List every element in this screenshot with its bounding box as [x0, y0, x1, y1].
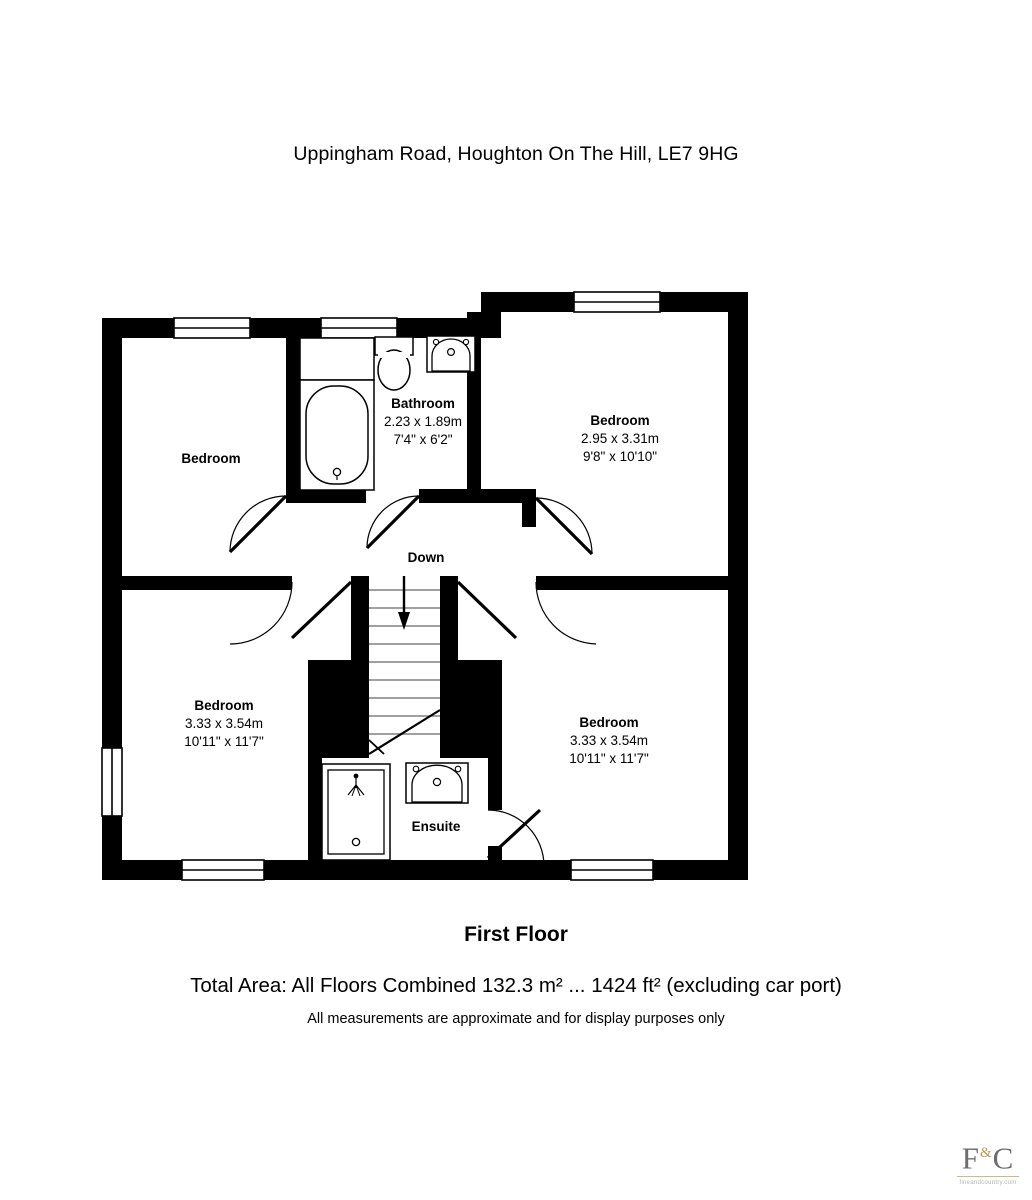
window-bottom-left — [181, 859, 265, 881]
page-title: Uppingham Road, Houghton On The Hill, LE… — [293, 143, 739, 165]
room-dim-ft-bedroom-bottom-right: 10'11" x 11'7" — [569, 751, 649, 766]
room-label-bedroom-bottom-right: Bedroom — [579, 715, 638, 730]
room-dim-m-bedroom-bottom-left: 3.33 x 3.54m — [185, 716, 263, 731]
room-dim-ft-bedroom-bottom-left: 10'11" x 11'7" — [184, 734, 264, 749]
door-bedroom-top-right — [534, 496, 594, 556]
room-label-bedroom-top-left: Bedroom — [181, 451, 240, 466]
floor-plan-drawing: Bedroom Bathroom 2.23 x 1.89m 7'4" x 6'2… — [96, 286, 756, 886]
bathroom-fixtures — [299, 335, 476, 491]
toilet-icon — [374, 336, 414, 391]
bathtub-icon — [299, 379, 375, 491]
window-left-wall — [101, 747, 123, 817]
window-bathroom — [320, 317, 398, 339]
room-label-bedroom-bottom-left: Bedroom — [194, 698, 253, 713]
stairs-down-label: Down — [408, 550, 445, 565]
room-label-ensuite: Ensuite — [412, 819, 461, 834]
window-top-right — [573, 291, 661, 313]
logo-tagline: fineandcountry.com — [959, 1179, 1017, 1187]
logo-letter-f: F — [961, 1140, 980, 1176]
down-arrow-icon — [398, 576, 410, 630]
room-dim-ft-bedroom-top-right: 9'8" x 10'10" — [583, 449, 657, 464]
door-ensuite — [486, 808, 545, 867]
room-label-bedroom-top-right: Bedroom — [590, 413, 649, 428]
ensuite-sink-icon — [405, 762, 469, 804]
door-bedroom-bottom-left — [229, 580, 353, 645]
logo-ampersand: & — [979, 1145, 993, 1161]
room-dim-m-bathroom: 2.23 x 1.89m — [384, 414, 462, 429]
shower-icon — [321, 763, 391, 861]
room-labels: Bedroom Bathroom 2.23 x 1.89m 7'4" x 6'2… — [181, 396, 659, 834]
room-dim-m-bedroom-top-right: 2.95 x 3.31m — [581, 431, 659, 446]
logo-letter-c: C — [992, 1140, 1015, 1176]
sink-icon — [426, 335, 476, 373]
logo-divider — [957, 1176, 1019, 1178]
windows — [101, 291, 661, 881]
brand-logo: F&C fineandcountry.com — [948, 1136, 1028, 1194]
window-bottom-right — [570, 859, 654, 881]
ensuite-fixtures — [321, 762, 469, 861]
disclaimer-text: All measurements are approximate and for… — [307, 1011, 725, 1027]
staircase — [368, 576, 441, 758]
room-dim-m-bedroom-bottom-right: 3.33 x 3.54m — [570, 733, 648, 748]
door-bedroom-top-left — [228, 494, 288, 554]
floor-plan-svg: Bedroom Bathroom 2.23 x 1.89m 7'4" x 6'2… — [101, 291, 748, 881]
doors — [228, 494, 597, 867]
logo-mark: F&C — [948, 1136, 1028, 1175]
floor-label: First Floor — [464, 923, 568, 946]
door-bedroom-bottom-right — [456, 580, 597, 645]
door-bathroom — [365, 494, 421, 550]
window-top-left — [173, 317, 251, 339]
room-label-bathroom: Bathroom — [391, 396, 455, 411]
room-dim-ft-bathroom: 7'4" x 6'2" — [393, 432, 452, 447]
total-area-text: Total Area: All Floors Combined 132.3 m²… — [190, 974, 842, 997]
